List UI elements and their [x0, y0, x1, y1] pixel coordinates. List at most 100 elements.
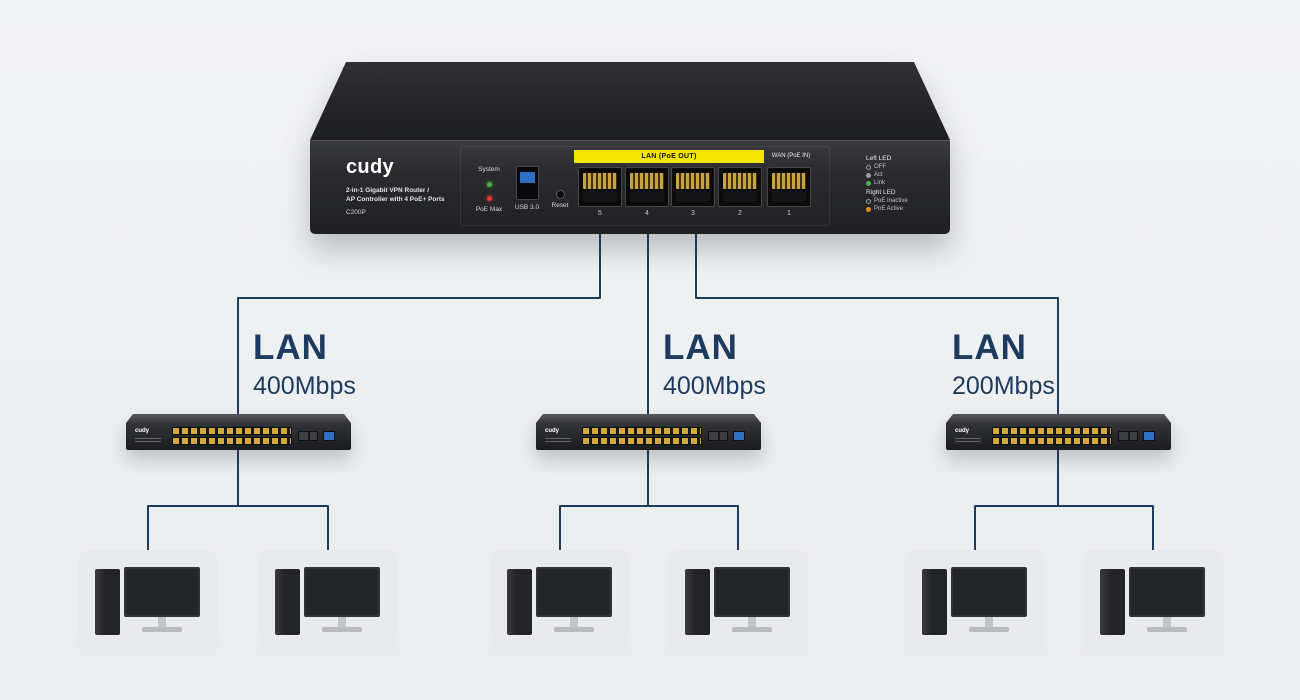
- computer-card: [258, 550, 398, 656]
- legend-item-label: Link: [874, 180, 886, 186]
- monitor-base: [322, 627, 362, 632]
- computer-card: [1083, 550, 1223, 656]
- switch-fine-print: [135, 438, 161, 444]
- router-description: 2-in-1 Gigabit VPN Router / AP Controlle…: [346, 186, 445, 217]
- led-legend: Left LED OFF Act Link Right LED PoE Inac…: [866, 152, 946, 214]
- poe-max-led-icon: [487, 196, 492, 201]
- switch-uplink-ports: [298, 431, 318, 441]
- desktop-tower-icon: [685, 569, 710, 635]
- monitor-base: [732, 627, 772, 632]
- monitor-icon: [951, 567, 1027, 617]
- cudy-logo: cudy: [346, 156, 394, 178]
- branch-label-middle: LAN 400Mbps: [663, 330, 766, 401]
- reset-button: [556, 190, 565, 199]
- legend-item-label: Act: [874, 172, 883, 178]
- usb-port: [516, 166, 539, 200]
- router-model: C200P: [346, 209, 366, 216]
- monitor-base: [554, 627, 594, 632]
- branch-label-right: LAN 200Mbps: [952, 330, 1055, 401]
- poe-switch-left: cudy: [126, 414, 351, 450]
- switch-port-row: [582, 437, 702, 445]
- switch-fine-print: [955, 438, 981, 444]
- monitor-base: [1147, 627, 1187, 632]
- router-front-panel: cudy 2-in-1 Gigabit VPN Router / AP Cont…: [310, 140, 950, 234]
- right-led-title: Right LED: [866, 189, 896, 196]
- wan-poe-in-label: WAN (PoE IN): [771, 153, 811, 159]
- speed-label: 200Mbps: [952, 372, 1055, 400]
- switch-top-face: [536, 414, 761, 423]
- computer-card: [78, 550, 218, 656]
- lan-port-5: [578, 167, 622, 207]
- legend-row: PoE Active: [866, 206, 946, 212]
- lan-port-4: [625, 167, 669, 207]
- legend-row: OFF: [866, 164, 946, 170]
- branch-line-left: [147, 233, 601, 554]
- desktop-tower-icon: [95, 569, 120, 635]
- legend-item-label: PoE Active: [874, 206, 904, 212]
- led-poe-active-icon: [866, 206, 871, 212]
- router-device: cudy 2-in-1 Gigabit VPN Router / AP Cont…: [310, 62, 950, 234]
- switch-cudy-logo: cudy: [955, 428, 970, 434]
- monitor-base: [969, 627, 1009, 632]
- switch-port-row: [992, 427, 1112, 435]
- router-description-line2: AP Controller with 4 PoE+ Ports: [346, 196, 445, 203]
- switch-cudy-logo: cudy: [545, 428, 560, 434]
- switch-port-row: [582, 427, 702, 435]
- led-act-icon: [866, 172, 871, 178]
- port-number: 5: [598, 210, 602, 217]
- usb-label: USB 3.0: [514, 204, 540, 211]
- desktop-tower-icon: [922, 569, 947, 635]
- branch-label-left: LAN 400Mbps: [253, 330, 356, 401]
- switch-port-row: [172, 437, 292, 445]
- wan-port-1: [767, 167, 811, 207]
- switch-sfp-port: [323, 431, 335, 441]
- router-top-face: [310, 62, 950, 140]
- monitor-stand: [158, 617, 166, 627]
- system-led-label: System: [478, 166, 500, 173]
- monitor-stand: [338, 617, 346, 627]
- poe-switch-right: cudy: [946, 414, 1171, 450]
- lan-port-3: [671, 167, 715, 207]
- switch-front-panel: cudy: [536, 423, 761, 450]
- lan-label: LAN: [663, 328, 738, 367]
- monitor-stand: [985, 617, 993, 627]
- desktop-tower-icon: [1100, 569, 1125, 635]
- switch-port-row: [992, 437, 1112, 445]
- computer-card: [905, 550, 1045, 656]
- monitor-icon: [304, 567, 380, 617]
- left-led-title: Left LED: [866, 155, 892, 162]
- legend-row: Act: [866, 172, 946, 178]
- monitor-stand: [1163, 617, 1171, 627]
- monitor-icon: [1129, 567, 1205, 617]
- port-number: 3: [691, 210, 695, 217]
- computer-card: [668, 550, 808, 656]
- system-led-icon: [487, 182, 492, 187]
- switch-uplink-ports: [708, 431, 728, 441]
- legend-item-label: PoE Inactive: [874, 198, 908, 204]
- lan-label: LAN: [952, 328, 1027, 367]
- switch-top-face: [946, 414, 1171, 423]
- switch-cudy-logo: cudy: [135, 428, 150, 434]
- switch-sfp-port: [1143, 431, 1155, 441]
- switch-uplink-ports: [1118, 431, 1138, 441]
- led-poe-inactive-icon: [866, 198, 871, 204]
- reset-label: Reset: [551, 202, 569, 209]
- speed-label: 400Mbps: [253, 372, 356, 400]
- legend-row: PoE Inactive: [866, 198, 946, 204]
- router-description-line1: 2-in-1 Gigabit VPN Router /: [346, 187, 430, 194]
- lan-port-2: [718, 167, 762, 207]
- monitor-stand: [748, 617, 756, 627]
- switch-port-block: [582, 427, 702, 447]
- poe-switch-middle: cudy: [536, 414, 761, 450]
- desktop-tower-icon: [507, 569, 532, 635]
- lan-poe-out-label: LAN (PoE OUT): [574, 150, 764, 163]
- legend-row: Link: [866, 180, 946, 186]
- led-link-icon: [866, 180, 871, 186]
- legend-item-label: OFF: [874, 164, 886, 170]
- front-panel-outline: [460, 146, 830, 226]
- monitor-icon: [536, 567, 612, 617]
- monitor-icon: [714, 567, 790, 617]
- speed-label: 400Mbps: [663, 372, 766, 400]
- switch-front-panel: cudy: [946, 423, 1171, 450]
